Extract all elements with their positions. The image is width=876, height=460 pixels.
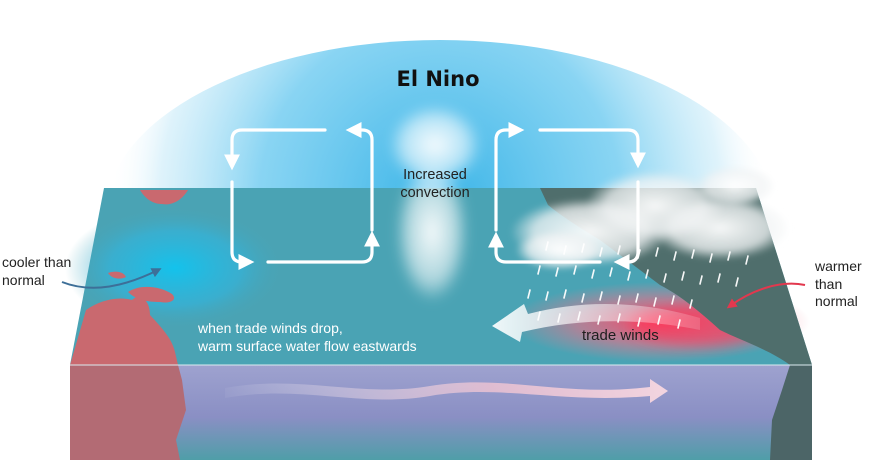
surface-label-line-1: when trade winds drop, <box>198 320 343 336</box>
island-asia-tip <box>140 190 188 205</box>
warmer-label-line-3: normal <box>815 293 858 309</box>
cooler-pointer-arrow <box>61 268 162 289</box>
warmer-pointer-arrow <box>726 282 806 309</box>
island-new-guinea <box>128 286 175 303</box>
warmer-label-line-2: than <box>815 275 843 292</box>
warmer-than-normal-label: warmer than normal <box>815 258 875 311</box>
convection-column-top <box>389 105 481 185</box>
west-land-cross-section <box>70 365 186 460</box>
convection-label-line-1: Increased <box>403 167 467 183</box>
surface-label-line-2: warm surface water flow eastwards <box>198 337 417 354</box>
west-landmass <box>70 296 178 365</box>
convection-label: Increased convection <box>380 166 490 202</box>
convection-label-line-2: convection <box>400 185 470 202</box>
circulation-east-icon <box>488 122 646 270</box>
convection-column <box>396 162 468 302</box>
warmer-label-line-1: warmer <box>815 258 862 274</box>
subsurface-flow-arrow <box>225 379 668 403</box>
island-small <box>108 271 126 279</box>
surface-flow-label: when trade winds drop, warm surface wate… <box>198 320 518 355</box>
diagram-title: El Nino <box>396 67 480 91</box>
cooler-label-line-1: cooler than <box>2 254 72 270</box>
cooler-than-normal-label: cooler than normal <box>2 254 92 289</box>
cooler-label-line-2: normal <box>2 271 45 288</box>
east-land-cross-section <box>770 365 812 460</box>
circulation-west-icon <box>224 122 380 270</box>
trade-wind-arrow <box>492 303 700 342</box>
storm-cloud-icon <box>510 166 790 270</box>
trade-winds-label: trade winds <box>582 327 659 344</box>
